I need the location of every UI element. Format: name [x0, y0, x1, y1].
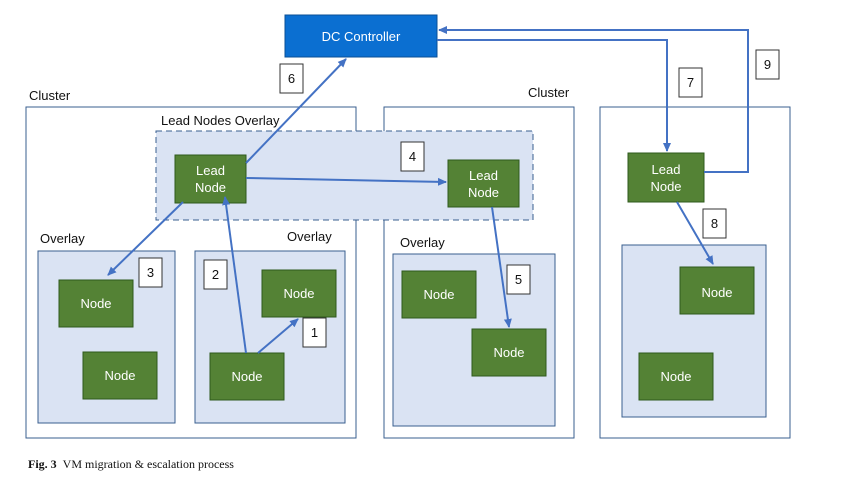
step-1-badge: 1: [302, 317, 327, 348]
node: Node: [679, 266, 755, 315]
step-4-badge: 4: [400, 141, 425, 172]
node: Node: [261, 269, 337, 318]
node-label: Node: [231, 369, 262, 384]
lead-node-left: Lead Node: [174, 154, 247, 204]
node: Node: [471, 328, 547, 377]
node-label: Node: [701, 285, 732, 300]
lead-node-middle-line2: Node: [468, 185, 499, 200]
arrow-1: [257, 318, 299, 354]
step-8-badge: 8: [702, 208, 727, 239]
dc-controller: [284, 14, 438, 58]
node-label: Node: [104, 368, 135, 383]
lead-node-left-line2: Node: [195, 180, 226, 195]
step-7-label: 7: [687, 75, 694, 90]
lead-node-right-line1: Lead: [652, 162, 681, 177]
arrow-6: [245, 58, 347, 164]
figure-number: Fig. 3: [28, 457, 57, 471]
step-5-badge: 5: [506, 264, 531, 295]
node: Node: [638, 352, 714, 401]
arrow-2: [222, 196, 247, 354]
figure-caption: Fig. 3 VM migration & escalation process: [28, 457, 234, 472]
node: Node: [209, 352, 285, 401]
cluster-middle-label: Cluster: [528, 85, 570, 100]
node: Node: [58, 279, 134, 328]
step-7-badge: 7: [678, 67, 703, 98]
lead-node-middle-line1: Lead: [469, 168, 498, 183]
arrow-9: [438, 26, 749, 173]
arrow-4: [245, 177, 447, 186]
arrow-5: [491, 206, 512, 328]
arrow-3: [107, 201, 184, 276]
node: Node: [82, 351, 158, 400]
step-6-badge: 6: [279, 63, 304, 94]
step-4-label: 4: [409, 149, 416, 164]
step-2-badge: 2: [203, 259, 228, 290]
step-9-badge: 9: [755, 49, 780, 80]
lead-nodes-overlay-label: Lead Nodes Overlay: [161, 113, 280, 128]
step-3-badge: 3: [138, 257, 163, 288]
step-2-label: 2: [212, 267, 219, 282]
node: Node: [401, 270, 477, 319]
lead-node-left-line1: Lead: [196, 163, 225, 178]
step-6-label: 6: [288, 71, 295, 86]
overlay-left-a-label: Overlay: [40, 231, 85, 246]
overlay-middle-label: Overlay: [400, 235, 445, 250]
node-label: Node: [660, 369, 691, 384]
arrow-8: [676, 201, 714, 265]
dc-controller-label: DC Controller: [322, 29, 401, 44]
lead-node-right: Lead Node: [627, 152, 705, 203]
step-9-label: 9: [764, 57, 771, 72]
node-label: Node: [493, 345, 524, 360]
step-1-label: 1: [311, 325, 318, 340]
step-3-label: 3: [147, 265, 154, 280]
overlay-left-b-label: Overlay: [287, 229, 332, 244]
arrow-7: [437, 39, 671, 152]
lead-node-middle: Lead Node: [447, 159, 520, 208]
node-label: Node: [80, 296, 111, 311]
node-label: Node: [423, 287, 454, 302]
lead-node-right-line2: Node: [650, 179, 681, 194]
step-5-label: 5: [515, 272, 522, 287]
node-label: Node: [283, 286, 314, 301]
cluster-left-label: Cluster: [29, 88, 71, 103]
figure-caption-text: VM migration & escalation process: [62, 457, 234, 471]
step-8-label: 8: [711, 216, 718, 231]
